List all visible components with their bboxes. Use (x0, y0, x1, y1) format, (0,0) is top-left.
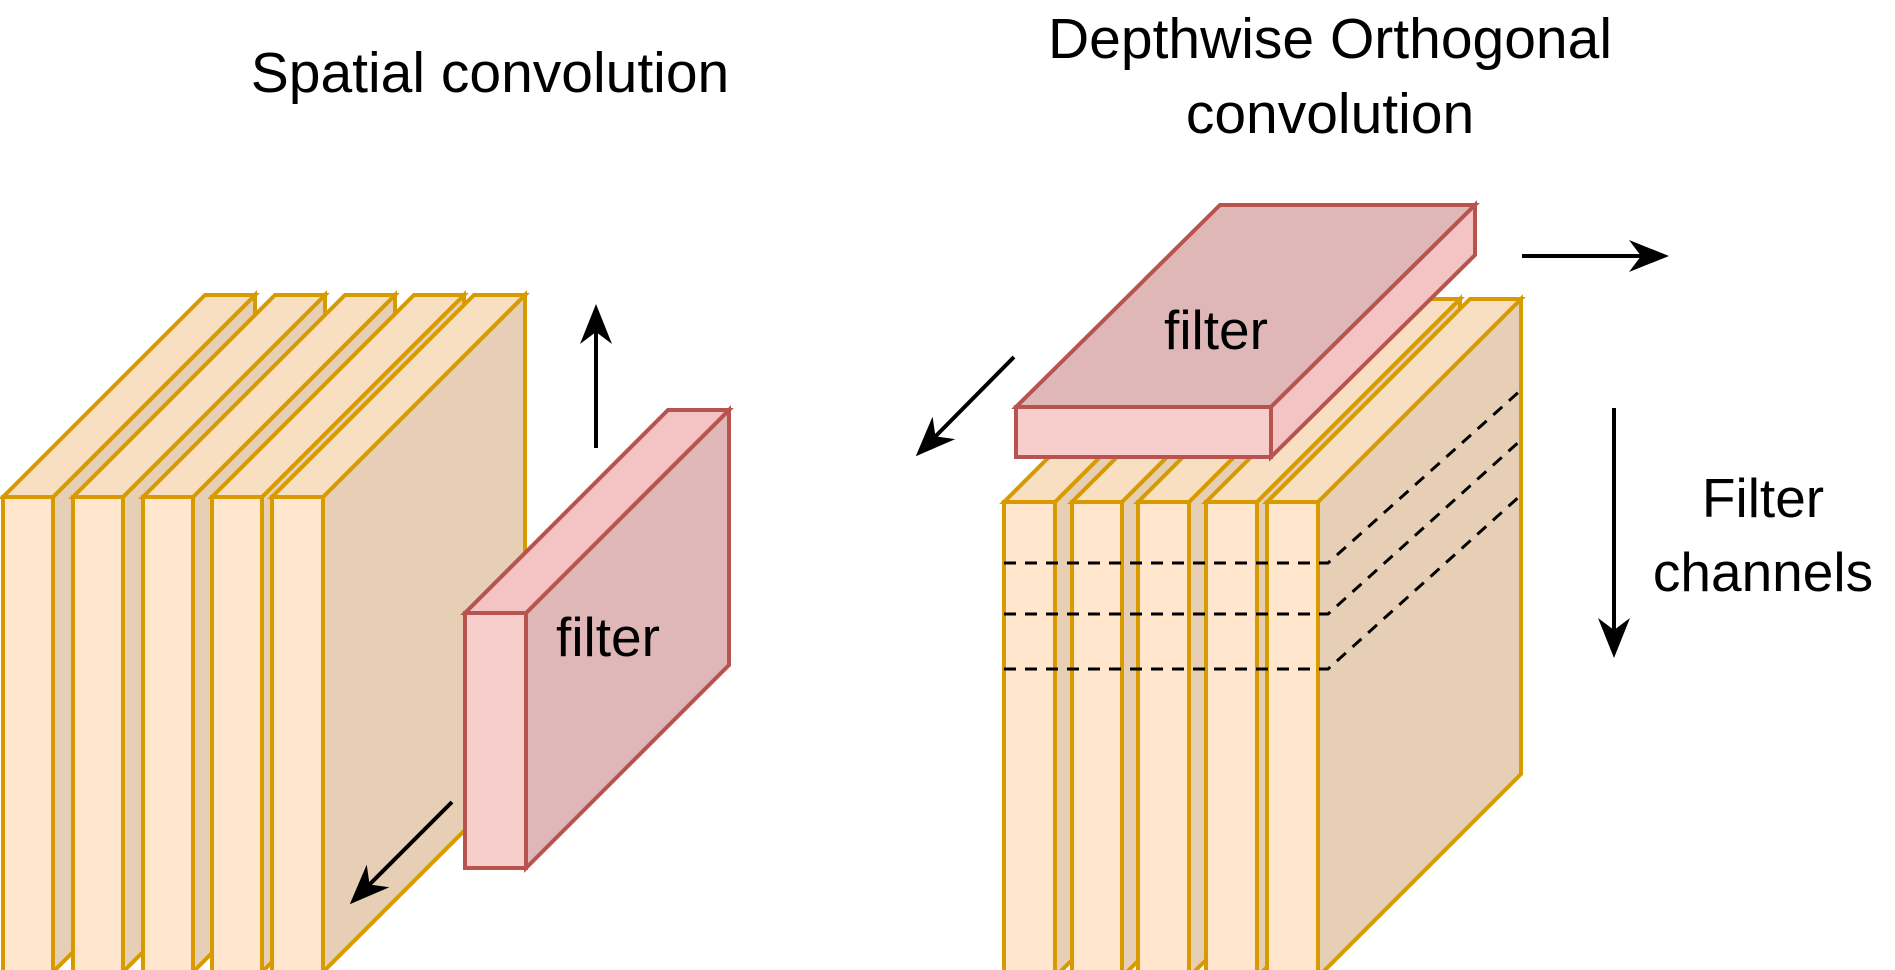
channel-slice-lines (1004, 388, 1523, 671)
filter-label-right: filter (1164, 299, 1268, 361)
filter-channels-label-line1: Filter (1702, 467, 1824, 529)
filter-label-left: filter (556, 606, 660, 668)
channel-slice-line (1004, 493, 1523, 671)
filter-channels-label-line2: channels (1653, 541, 1873, 603)
channel-slice-line (1004, 388, 1523, 565)
channel-slice-line (1004, 438, 1523, 616)
title-depthwise-orthogonal-line2: convolution (1186, 82, 1474, 146)
title-spatial-convolution: Spatial convolution (251, 41, 730, 105)
left-slab-stack (0, 290, 530, 970)
diagonal-down-left-arrow-icon (349, 800, 454, 905)
right-filter (1011, 200, 1480, 462)
right-slab (1262, 294, 1526, 970)
diagonal-down-left-arrow-icon (915, 355, 1016, 457)
title-depthwise-orthogonal-line1: Depthwise Orthogonal (1048, 7, 1612, 71)
left-filter (460, 405, 734, 873)
